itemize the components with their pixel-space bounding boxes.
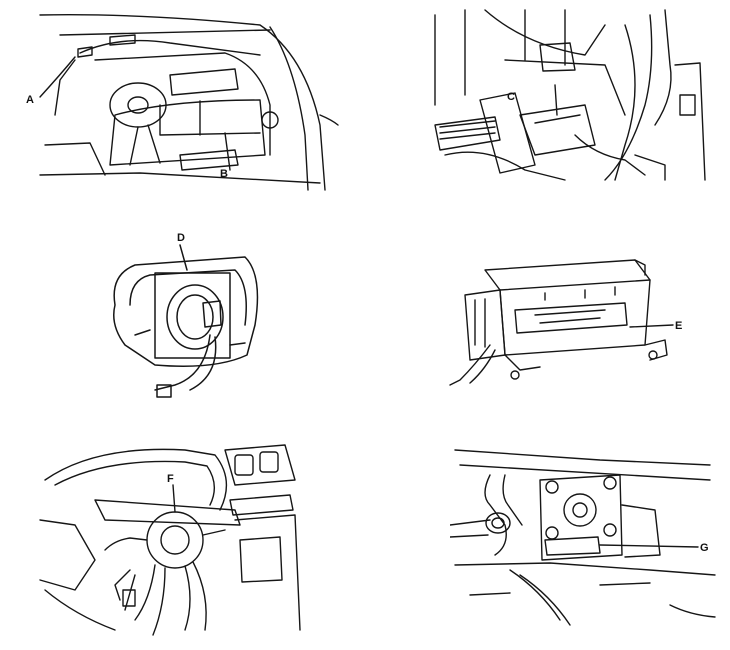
callout-C: C [507,91,515,103]
panel-pedal: C [434,9,706,181]
callout-F: F [167,473,174,485]
panel-passenger-airbag: E [449,259,682,386]
panel-dashboard: A B [26,14,339,191]
callout-B: B [220,168,228,180]
callout-A: A [26,94,34,106]
panel-clock-spring: F [39,444,301,636]
panel-sensor: G [450,449,716,626]
panel-steering-airbag: D [113,232,259,398]
callout-D: D [177,232,185,244]
callout-E: E [675,320,682,332]
callout-G: G [700,542,709,554]
